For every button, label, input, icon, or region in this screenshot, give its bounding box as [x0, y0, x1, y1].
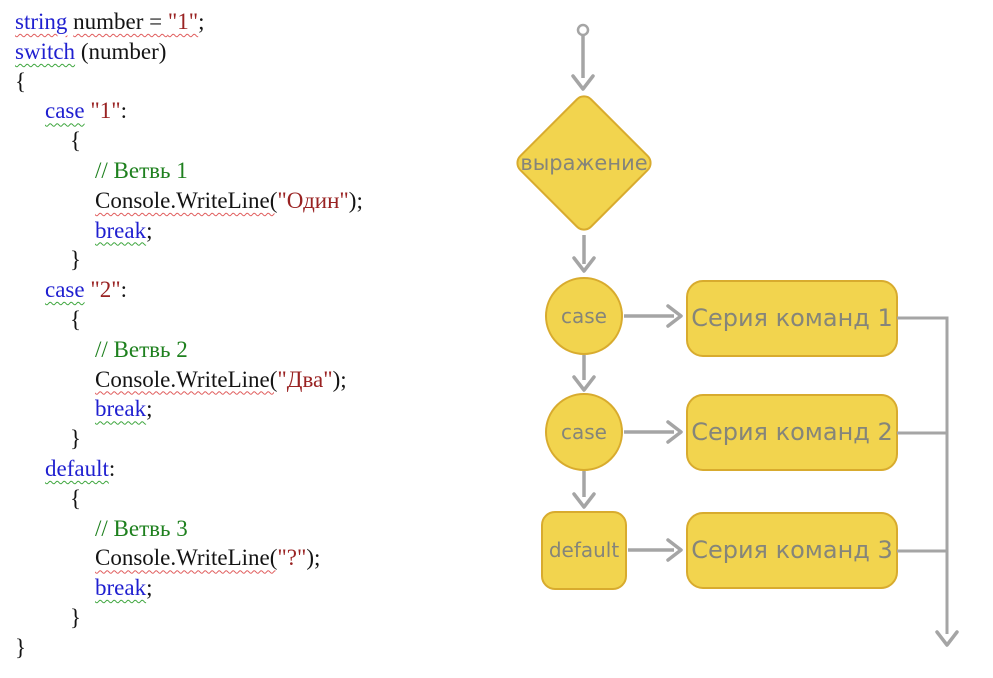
- case2-node: [545, 393, 623, 471]
- code-snippet: string number = "1";switch (number){case…: [15, 7, 465, 663]
- code-token: // Ветвь 1: [95, 157, 188, 183]
- code-token: case: [45, 98, 85, 124]
- code-token: Console.WriteLine(: [95, 545, 278, 571]
- code-line: }: [15, 424, 465, 454]
- code-token: );: [332, 366, 347, 392]
- code-line: break;: [15, 394, 465, 424]
- code-line: // Ветвь 1: [15, 156, 465, 186]
- code-token: }: [70, 426, 82, 452]
- code-token: "2": [90, 277, 121, 303]
- code-token: }: [70, 604, 82, 630]
- code-token: );: [306, 545, 321, 571]
- code-token: {: [70, 306, 82, 332]
- code-token: // Ветвь 3: [95, 515, 188, 541]
- default-label: default: [549, 538, 620, 562]
- arrowhead-icon: [572, 375, 596, 392]
- code-token: ;: [146, 396, 153, 422]
- code-token: "Два": [277, 366, 333, 392]
- decision-diamond: [516, 95, 652, 231]
- code-token: {: [70, 128, 82, 154]
- code-token: ;: [198, 9, 205, 34]
- code-line: case "1":: [15, 96, 465, 126]
- code-token: "Один": [277, 187, 349, 213]
- code-token: {: [15, 68, 27, 94]
- code-token: {: [70, 485, 82, 511]
- code-line: Console.WriteLine("Два");: [15, 365, 465, 395]
- code-token: "1": [167, 9, 199, 34]
- default-node: [541, 511, 627, 590]
- code-token: default: [45, 455, 109, 481]
- code-line: default:: [15, 454, 465, 484]
- code-token: break: [95, 217, 147, 243]
- code-token: Console.WriteLine(: [95, 187, 278, 213]
- code-line: // Ветвь 3: [15, 514, 465, 544]
- code-line: }: [15, 633, 465, 663]
- code-line: switch (number): [15, 37, 465, 67]
- decision-label: выражение: [520, 151, 647, 175]
- code-line: break;: [15, 216, 465, 246]
- code-token: case: [45, 277, 85, 303]
- code-token: }: [70, 247, 82, 273]
- code-line: {: [15, 305, 465, 335]
- arrowhead-icon: [935, 630, 959, 647]
- arrowhead-icon: [572, 492, 596, 509]
- code-line: }: [15, 603, 465, 633]
- code-token: :: [120, 277, 127, 303]
- arrowhead-icon: [666, 538, 683, 562]
- code-line: Console.WriteLine("Один");: [15, 186, 465, 216]
- code-token: :: [108, 455, 116, 481]
- code-line: case "2":: [15, 275, 465, 305]
- branch2-label: Серия команд 2: [691, 418, 893, 446]
- code-token: );: [348, 187, 363, 213]
- code-token: string: [15, 9, 68, 34]
- code-token: :: [120, 98, 127, 124]
- code-token: "?": [277, 545, 307, 571]
- code-token: number =: [73, 9, 168, 34]
- case1-node: [545, 277, 623, 355]
- arrowhead-icon: [572, 256, 596, 273]
- branch1-label: Серия команд 1: [691, 304, 893, 332]
- code-line: {: [15, 126, 465, 156]
- code-line: {: [15, 484, 465, 514]
- connector-branch1-exit: [897, 316, 949, 634]
- case1-label: case: [561, 304, 607, 328]
- code-token: "1": [90, 98, 121, 124]
- code-token: Console.WriteLine(: [95, 366, 278, 392]
- code-line: Console.WriteLine("?");: [15, 543, 465, 573]
- arrowhead-icon: [571, 74, 595, 91]
- code-line: // Ветвь 2: [15, 335, 465, 365]
- code-line: {: [15, 67, 465, 97]
- code-token: break: [95, 396, 147, 422]
- code-line: }: [15, 245, 465, 275]
- start-node: [576, 23, 590, 37]
- arrowhead-icon: [666, 304, 683, 328]
- code-token: ;: [146, 217, 153, 243]
- code-token: break: [95, 575, 147, 601]
- code-token: switch: [15, 38, 76, 64]
- code-token: }: [15, 634, 27, 660]
- arrowhead-icon: [666, 420, 683, 444]
- code-token: (number): [75, 38, 167, 64]
- case2-label: case: [561, 420, 607, 444]
- code-line: string number = "1";: [15, 7, 465, 37]
- code-token: // Ветвь 2: [95, 336, 188, 362]
- branch3-label: Серия команд 3: [691, 536, 893, 564]
- code-line: break;: [15, 573, 465, 603]
- code-token: ;: [146, 575, 153, 601]
